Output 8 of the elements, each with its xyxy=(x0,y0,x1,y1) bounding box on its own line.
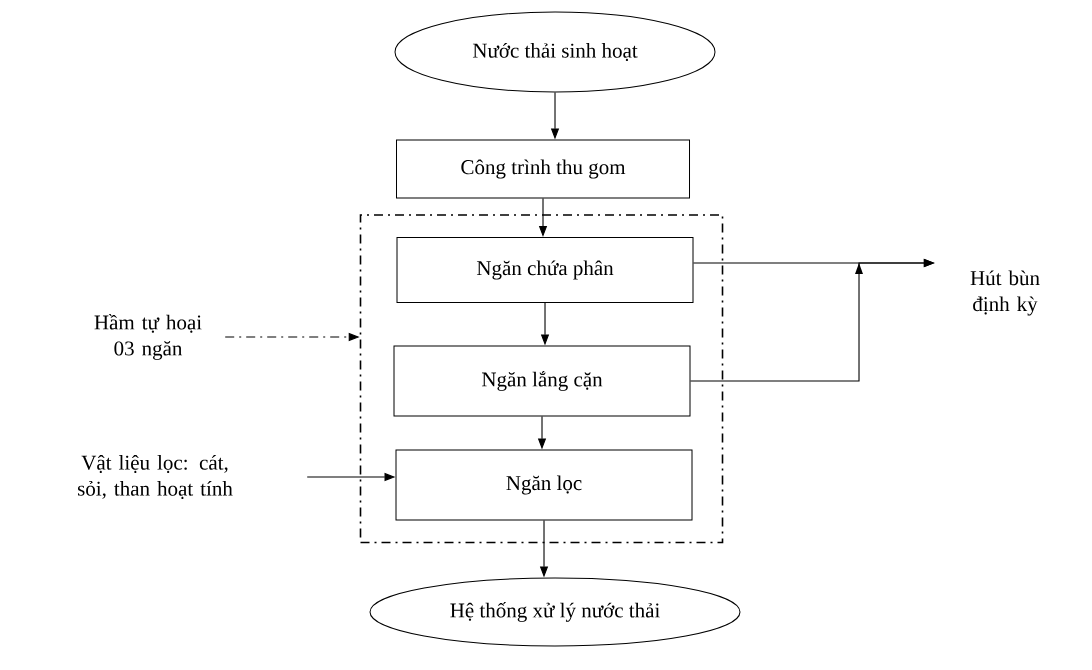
text-label: Vật liệu lọc: cát, sỏi, than hoạt tính xyxy=(78,454,233,500)
dash-dot-frame xyxy=(359,214,724,544)
text-label: Hầm tự hoại 03 ngăn xyxy=(94,314,202,360)
process-box: Ngăn chứa phân xyxy=(396,237,694,303)
process-box: Ngăn lọc xyxy=(395,449,693,521)
text-label: Hút bùn định kỳ xyxy=(970,270,1040,316)
process-box: Ngăn lắng cặn xyxy=(393,345,691,417)
process-box: Công trình thu gom xyxy=(396,139,690,199)
